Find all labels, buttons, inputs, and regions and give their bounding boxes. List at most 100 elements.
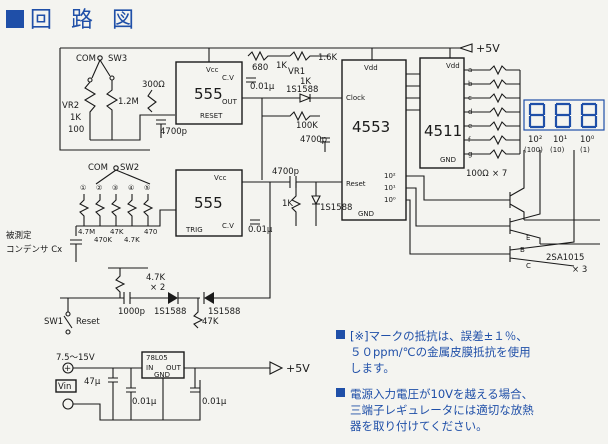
counter-clock: Clock (346, 94, 366, 102)
r-100-x7-label: 100Ω (466, 169, 489, 179)
left-supply-wire (59, 48, 150, 151)
page-title: 回 路 図 (30, 8, 140, 33)
sw2-label: SW2 (120, 163, 139, 173)
sw3-label: SW3 (108, 54, 127, 64)
c-1000p-label: 1000p (118, 307, 145, 317)
sw3-terminal-2 (109, 75, 115, 81)
digit-sub-10: (10) (550, 146, 565, 154)
r-47k-label: 47K (202, 317, 219, 327)
note-2-square-icon (336, 388, 345, 397)
sw3-contacts (91, 59, 111, 79)
segment-resistors (464, 65, 520, 160)
sw1-contact (63, 298, 73, 329)
r-100k (262, 110, 320, 122)
reset-coupling (60, 292, 168, 304)
d-1s1588-b-label: 1S1588 (320, 203, 352, 213)
c-001u-b-label: 0.01μ (202, 397, 227, 407)
c-001u-b (190, 368, 200, 393)
r-1k-a-label: 1K (276, 61, 287, 71)
timer-a-reset: RESET (200, 112, 223, 120)
c-001u-a-label: 0.01μ (132, 397, 157, 407)
c-4700p-a (156, 119, 166, 138)
timer-a-label: 555 (194, 85, 223, 103)
regulator-out: OUT (166, 364, 182, 372)
sw1-terminal-a[interactable] (65, 311, 71, 317)
output-arrow-icon (269, 361, 284, 375)
r-1k-b (291, 182, 302, 226)
digit-label-10: 10¹ (553, 135, 567, 145)
range-pos-1: ① (80, 184, 86, 192)
diode-1s1588-a-icon (262, 93, 312, 103)
x3-label: × 3 (572, 265, 587, 275)
regulator-gnd: GND (154, 371, 170, 379)
transistor-label: 2SA1015 (546, 253, 584, 263)
timer-a-vcc: Vcc (206, 66, 219, 74)
diode-1s1588-b-icon (311, 182, 321, 226)
cx-label-a: 被測定 (6, 230, 32, 241)
sw2-com-label: COM (88, 163, 108, 173)
digit-sub-1: (1) (580, 146, 590, 154)
supply-arrow-icon (458, 43, 473, 53)
digit-sub-100: (100) (524, 146, 543, 154)
timer-a-out: OUT (222, 98, 238, 106)
counter-q10-0: 10⁰ (384, 196, 396, 204)
digit-label-1: 10⁰ (580, 135, 595, 145)
timer-b-ic (175, 169, 243, 237)
counter-vdd: Vdd (364, 64, 378, 72)
note-line-4: 電源入力電圧が10Vを越える場合、 (350, 387, 533, 401)
counter-gnd: GND (358, 210, 374, 218)
r-1-2m-label: 1.2M (118, 97, 139, 107)
digit-label-100: 10² (528, 135, 542, 145)
sw1-reset-label: Reset (76, 317, 100, 327)
diode-d-wire (203, 182, 271, 304)
transistor-e-label: E (526, 234, 530, 242)
x7-label: × 7 (492, 169, 507, 179)
cx-terminals (70, 226, 82, 262)
r-47k (193, 298, 204, 329)
timer-b-trig: TRIG (185, 226, 203, 234)
counter-4553-ic (341, 59, 407, 221)
vin-box (55, 379, 77, 393)
range-bus (76, 209, 176, 227)
note-line-2: ５０ppm/℃の金属皮膜抵抗を使用 (350, 345, 531, 359)
counter-label: 4553 (352, 118, 390, 136)
r-100k-label: 100K (296, 121, 318, 131)
sw1-terminal-b[interactable] (65, 329, 71, 335)
sw3-com-label: COM (76, 54, 96, 64)
sw3-terminal-1 (87, 77, 93, 83)
bcd-bus (406, 73, 420, 111)
vr2-label: VR2 (62, 101, 79, 111)
decoder-4511-ic (419, 57, 465, 169)
vr2-resistor (83, 81, 97, 140)
range-pos-4: ④ (128, 184, 134, 192)
d-1s1588-c-label: 1S1588 (154, 307, 186, 317)
d-1s1588-d-label: 1S1588 (208, 307, 240, 317)
note-line-5: 三端子レギュレータには適切な放熱 (350, 403, 534, 417)
decoder-vdd: Vdd (446, 62, 460, 70)
x2-label: × 2 (150, 283, 165, 293)
decoder-label: 4511 (424, 122, 462, 140)
digit-select-wires (406, 175, 510, 255)
regulator-input-wires (73, 367, 201, 421)
vin-minus-terminal (62, 398, 74, 410)
timer-b-label: 555 (194, 194, 223, 212)
transistor-b-label: B (520, 246, 525, 254)
range-pos-3: ③ (112, 184, 118, 192)
timer-b-cv: C.V (222, 222, 234, 230)
c-4700p-c-label: 4700p (272, 167, 299, 177)
c-001u-a (126, 368, 136, 420)
decoder-gnd: GND (440, 156, 456, 164)
timer-b-out-coupling (242, 176, 342, 188)
regulator-output-label: +5V (286, 362, 310, 375)
c-4700p-a-label: 4700p (160, 127, 187, 137)
sw2-com-terminal (113, 165, 119, 171)
regulator-in: IN (146, 364, 153, 372)
title-square-icon (6, 10, 24, 28)
r300-label: 300Ω (142, 80, 165, 90)
diode-c-cathode (177, 292, 200, 304)
r-16k-label: 1.6K (318, 53, 338, 63)
r-1-2m (106, 80, 119, 140)
sw1-label: SW1 (44, 317, 63, 327)
range-pos-5: ⑤ (144, 184, 150, 192)
